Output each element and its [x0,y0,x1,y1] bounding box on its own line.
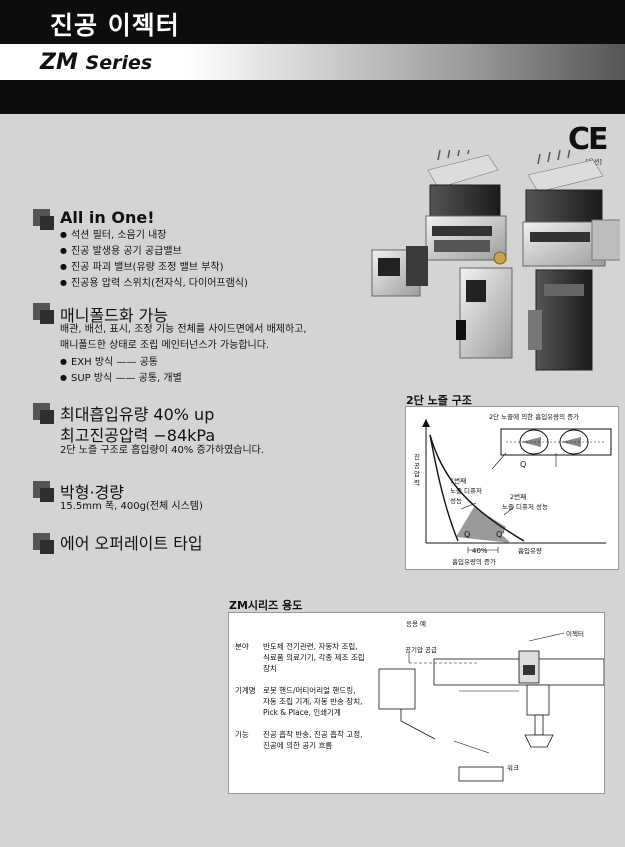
feature2-text-1: 배관, 배선, 표시, 조정 기능 전체를 사이드면에서 배제하고, [60,324,307,335]
first-nozzle-label-1: 1번째 [450,477,467,485]
nozzle-caption-top: 2단 노즐에 의한 흡입유량의 증가 [489,413,580,421]
feature-heading-3b: 최고진공압력 −84kPa [60,426,216,445]
feature1-bullet-1: 석션 필터, 소음기 내장 [60,229,167,243]
bullet-square-1 [33,209,54,230]
series-main: ZM [40,50,78,75]
bullet-square-5 [33,533,54,554]
feature1-bullet-3: 진공 파괴 밸브(유량 조정 밸브 부착) [60,261,224,275]
usage-row-label-1: 분야 [235,642,249,651]
percent-label: 40% [472,547,488,555]
series-band [0,44,625,80]
single-unit-a [371,246,428,297]
usage-row3-line-2: 진공에 의한 공기 흐름 [263,741,333,750]
usage-row2-line-2: 자동 조립 기계, 자동 반송 장치, [263,697,363,706]
product-photo [371,150,620,371]
nozzle-diagram-title: 2단 노즐 구조 [406,394,472,407]
usage-title: ZM시리즈 용도 [229,599,303,612]
single-unit-b [456,251,513,359]
usage-box: 응용 예 분야 반도체 전기관련, 자동차 조립, 식료품 의료기기, 각종 제… [228,612,605,794]
single-unit-c [528,269,593,371]
series-label: ZM Series [40,50,152,75]
usage-row-label-2: 기계명 [235,686,256,695]
feature1-bullet-2: 진공 발생용 공기 공급밸브 [60,245,182,259]
feature3-text-1: 2단 노즐 구조로 흡입량이 40% 증가하였습니다. [60,445,265,456]
feature4-text-1: 15.5mm 폭, 400g(전체 시스템) [60,501,203,512]
nozzle-xlabel: 흡입유량 [518,547,542,555]
first-nozzle-label-3: 성능 [450,497,462,505]
feature-heading-3a: 최대흡입유량 40% up [60,405,215,424]
bullet-square-2 [33,303,54,324]
nozzle-cross-section [500,428,612,456]
usage-air-supply-label: 공기압 공급 [405,646,437,654]
bullet-square-3 [33,403,54,424]
usage-work-label: 워크 [507,764,519,772]
feature2-text-2: 매니폴드한 상태로 조립 메인터넌스가 가능합니다. [60,340,270,351]
usage-row3-line-1: 진공 흡착 반송, 진공 흡착 고정, [263,730,363,739]
usage-row1-line-1: 반도체 전기관련, 자동차 조립, [263,642,358,651]
usage-ejector-label: 이젝터 [566,630,584,638]
nozzle-increase-label: 흡입유량의 증가 [452,558,496,566]
second-nozzle-label-1: 2번째 [510,493,527,501]
nozzle-diagram-box: 2단 노즐에 의한 흡입유량의 증가 진공 압력 1번째 노즐 디퓨저 성능 2… [405,406,619,570]
manifold-unit-left [425,150,507,261]
q-label-bottom: Q [464,530,471,539]
usage-row2-line-1: 로봇 핸드/머티어리얼 핸드링, [263,686,356,695]
feature2-bullet-2: SUP 방식 —— 공통, 개별 [60,372,182,386]
feature-heading-1: All in One! [60,208,155,227]
first-nozzle-label-2: 노즐 디퓨저 [450,487,482,495]
feature2-bullet-1: EXH 방식 —— 공통 [60,356,158,370]
feature-heading-4: 박형·경량 [60,483,124,502]
usage-example-label: 응용 예 [406,620,427,628]
feature-heading-2: 매니폴드화 가능 [60,306,169,325]
q-prime-label: Q' [496,530,505,539]
usage-row1-line-3: 장치 [263,664,277,673]
feature1-bullet-4: 진공용 압력 스위치(전자식, 다이어프램식) [60,277,248,291]
usage-row1-line-2: 식료품 의료기기, 각종 제조 조립 [263,653,365,662]
manifold-unit-right [522,150,620,267]
ce-mark: CE [568,122,608,157]
nozzle-diagram-graphic [422,419,612,553]
usage-row2-line-3: Pick & Place, 인쇄기계 [263,708,341,717]
page-title: 진공 이젝터 [50,11,180,40]
series-sub: Series [85,52,153,74]
second-nozzle-label-2: 노즐 디퓨저 성능 [502,503,548,511]
nozzle-ylabel: 진공 압력 [414,453,420,487]
q-label: Q [520,460,527,469]
bullet-square-4 [33,481,54,502]
usage-row-label-3: 기능 [235,730,249,739]
feature-heading-5: 에어 오퍼레이트 타입 [60,534,203,553]
